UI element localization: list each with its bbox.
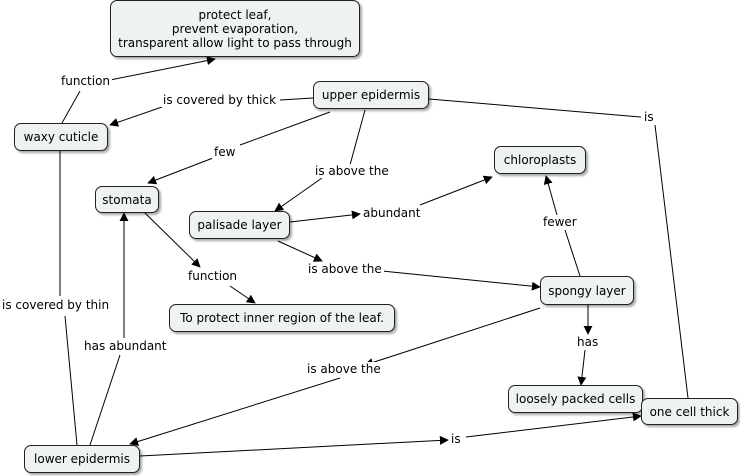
arrow-is-to-one-cell xyxy=(465,412,642,438)
waxy-cuticle-node[interactable]: waxy cuticle xyxy=(14,123,108,151)
one-cell-thick-node[interactable]: one cell thick xyxy=(641,398,738,425)
link-label-is-2: is xyxy=(449,432,463,446)
link-label-above-1: is above the xyxy=(313,164,391,178)
link-label-function-2: function xyxy=(186,269,240,283)
arrow-fewer-to-chloro xyxy=(543,175,558,216)
link-label-is-1: is xyxy=(642,110,656,124)
arrow-above1-to-palisade xyxy=(274,177,323,212)
upper-epidermis-node[interactable]: upper epidermis xyxy=(313,81,429,109)
link-label-few: few xyxy=(212,145,238,159)
chloroplasts-node[interactable]: chloroplasts xyxy=(494,146,586,174)
line-upper-to-covered-thick xyxy=(279,97,314,101)
link-label-has-abundant: has abundant xyxy=(82,339,169,353)
line-upper-to-is xyxy=(428,98,642,118)
spongy-layer-node[interactable]: spongy layer xyxy=(540,276,634,305)
link-label-covered-thin: is covered by thin xyxy=(0,298,112,312)
line-waxy-to-function xyxy=(61,90,81,124)
arrow-abundant-to-chloro xyxy=(419,175,493,206)
arrow-lower-to-is xyxy=(139,435,449,457)
arrow-covered-thick-to-waxy xyxy=(109,106,163,127)
arrow-function-to-protect xyxy=(229,285,256,304)
link-label-abundant: abundant xyxy=(361,206,423,220)
arrow-palisade-to-above2 xyxy=(277,240,323,262)
line-upper-to-above1 xyxy=(349,109,366,166)
palisade-layer-node[interactable]: palisade layer xyxy=(189,211,290,239)
stomata-node[interactable]: stomata xyxy=(95,186,159,213)
arrow-above2-to-spongy xyxy=(381,270,541,291)
arrow-stomata-to-function xyxy=(142,210,201,268)
arrow-above3-to-lower xyxy=(129,377,341,446)
line-upper-to-few xyxy=(239,111,331,146)
protect-inner-region-node[interactable]: To protect inner region of the leaf. xyxy=(169,304,395,332)
line-spongy-to-fewer xyxy=(564,229,581,277)
link-label-has: has xyxy=(575,335,601,349)
line-lower-to-has-abundant xyxy=(89,354,121,446)
line-lower-to-covered-thin xyxy=(64,315,78,446)
function-description-node[interactable]: protect leaf, prevent evaporation, trans… xyxy=(110,0,360,57)
link-label-above-2: is above the xyxy=(306,262,384,276)
link-label-fewer: fewer xyxy=(541,215,579,229)
arrow-has-to-loosely xyxy=(577,349,587,386)
line-is-to-one-cell xyxy=(654,124,689,399)
link-label-above-3: is above the xyxy=(305,362,383,376)
arrow-palisade-to-abundant xyxy=(289,210,361,223)
arrow-spongy-to-above3 xyxy=(364,307,541,367)
link-label-covered-thick: is covered by thick xyxy=(161,93,279,107)
arrow-function-to-desc xyxy=(109,56,216,81)
arrow-few-to-stomata xyxy=(147,157,214,185)
loosely-packed-cells-node[interactable]: loosely packed cells xyxy=(508,385,643,413)
link-label-function-1: function xyxy=(59,74,113,88)
lower-epidermis-node[interactable]: lower epidermis xyxy=(24,445,140,473)
